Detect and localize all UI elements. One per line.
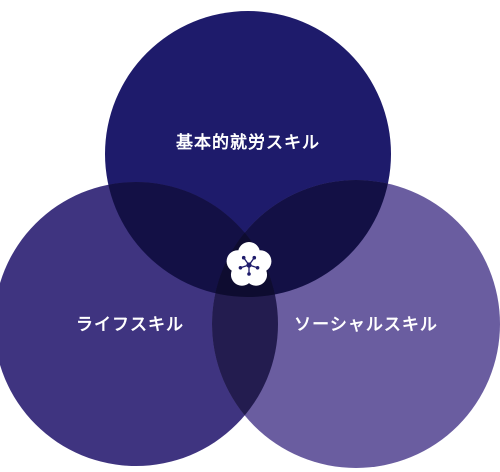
plum-stamen-tip [252, 255, 257, 260]
plum-stamen-tip [247, 272, 251, 276]
overlap-top-right [212, 180, 391, 297]
label-social-skills: ソーシャルスキル [294, 315, 438, 335]
plum-stamen-tip [241, 255, 246, 260]
overlap-top-left [105, 182, 278, 297]
plum-blossom-icon [226, 242, 272, 286]
plum-pistil [246, 262, 252, 268]
plum-stamen-tip [255, 265, 260, 270]
label-basic-work-skills: 基本的就労スキル [175, 132, 320, 153]
plum-stamen-tip [238, 265, 243, 270]
label-life-skills: ライフスキル [76, 315, 184, 335]
